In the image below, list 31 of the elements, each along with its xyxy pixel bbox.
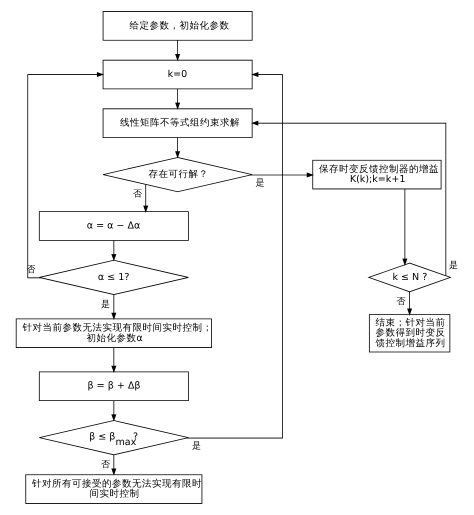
node-box: k=0 [102, 60, 252, 90]
arrow [110, 240, 116, 262]
node-box: 针对所有可接受的参数无法实现有限时间实时控制 [24, 474, 202, 504]
arrow [110, 294, 116, 320]
edge-label: 是 [191, 441, 200, 452]
arrow [402, 188, 407, 266]
arrow [142, 184, 148, 213]
node-box: 保存时变反馈控制器的增益K(k);k=k+1 [312, 160, 441, 190]
arrow [250, 172, 314, 178]
node-diamond: α ≤ 1? [38, 260, 188, 295]
node-box: 给定参数，初始化参数 [102, 11, 252, 41]
node-box: 线性矩阵不等式组约束求解 [102, 108, 252, 138]
arrow [174, 88, 180, 110]
edge-label: 是 [448, 261, 458, 272]
arrow [406, 291, 412, 316]
arrow [186, 72, 282, 438]
edge-label: 是 [100, 300, 110, 310]
arrow [110, 400, 116, 422]
edge-label: 是 [255, 178, 264, 188]
arrow [110, 347, 116, 373]
node-box: 结束；针对当前参数得到时变反馈控制增益序列 [368, 314, 450, 352]
node-box: α = α − Δα [38, 211, 188, 241]
node-box: 针对当前参数无法实现有限时间实时控制；初始化参数α [15, 318, 212, 348]
arrow [174, 137, 180, 158]
edge-label: 否 [396, 296, 406, 307]
arrow [250, 120, 446, 276]
arrow [110, 454, 116, 476]
arrow [174, 40, 180, 62]
edge-label: 否 [132, 190, 142, 200]
edge-label: 否 [100, 460, 110, 470]
node-box: β = β + Δβ [38, 372, 188, 401]
